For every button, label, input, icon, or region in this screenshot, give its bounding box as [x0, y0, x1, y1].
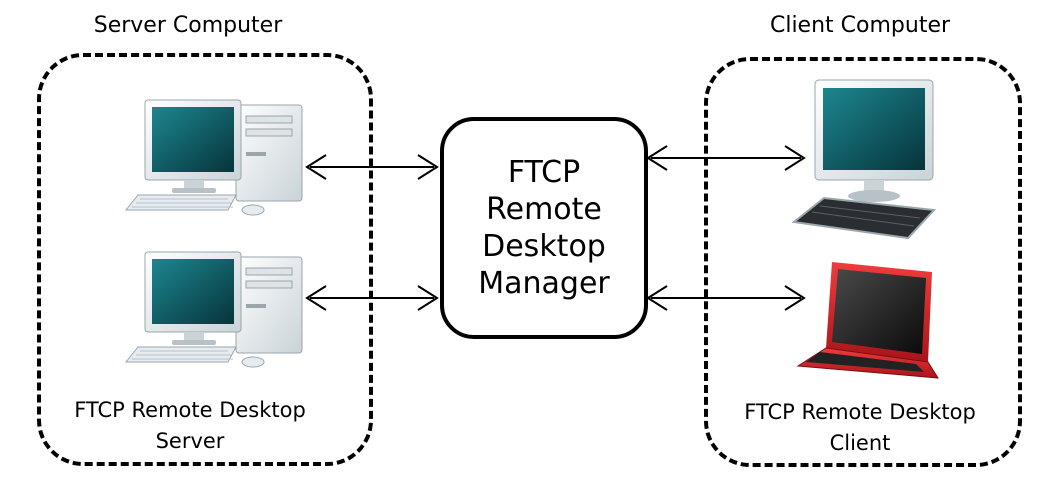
client-laptop-icon [796, 262, 939, 379]
client-computer-title: Client Computer [769, 13, 951, 38]
server-computer-top-icon [124, 99, 303, 216]
server-group-box [37, 53, 373, 466]
remote-desktop-manager-label: FTCP Remote Desktop Manager [478, 155, 610, 301]
arrow-server-top-to-manager [305, 154, 439, 180]
server-caption: FTCP Remote Desktop Server [74, 395, 306, 457]
server-caption-line1: FTCP Remote Desktop [74, 398, 306, 422]
arrow-manager-to-client-desktop [646, 145, 806, 171]
arrow-server-bottom-to-manager [305, 285, 439, 311]
client-group-box [704, 57, 1022, 467]
client-caption-line1: FTCP Remote Desktop [744, 400, 976, 424]
server-computer-bottom-icon [124, 251, 303, 368]
arrow-manager-to-client-laptop [646, 285, 806, 311]
server-caption-line2: Server [155, 429, 225, 453]
server-computer-title: Server Computer [93, 13, 283, 38]
remote-desktop-manager-box: FTCP Remote Desktop Manager [440, 117, 648, 339]
client-caption: FTCP Remote Desktop Client [744, 397, 976, 459]
client-caption-line2: Client [829, 431, 891, 455]
client-desktop-icon [791, 79, 937, 240]
